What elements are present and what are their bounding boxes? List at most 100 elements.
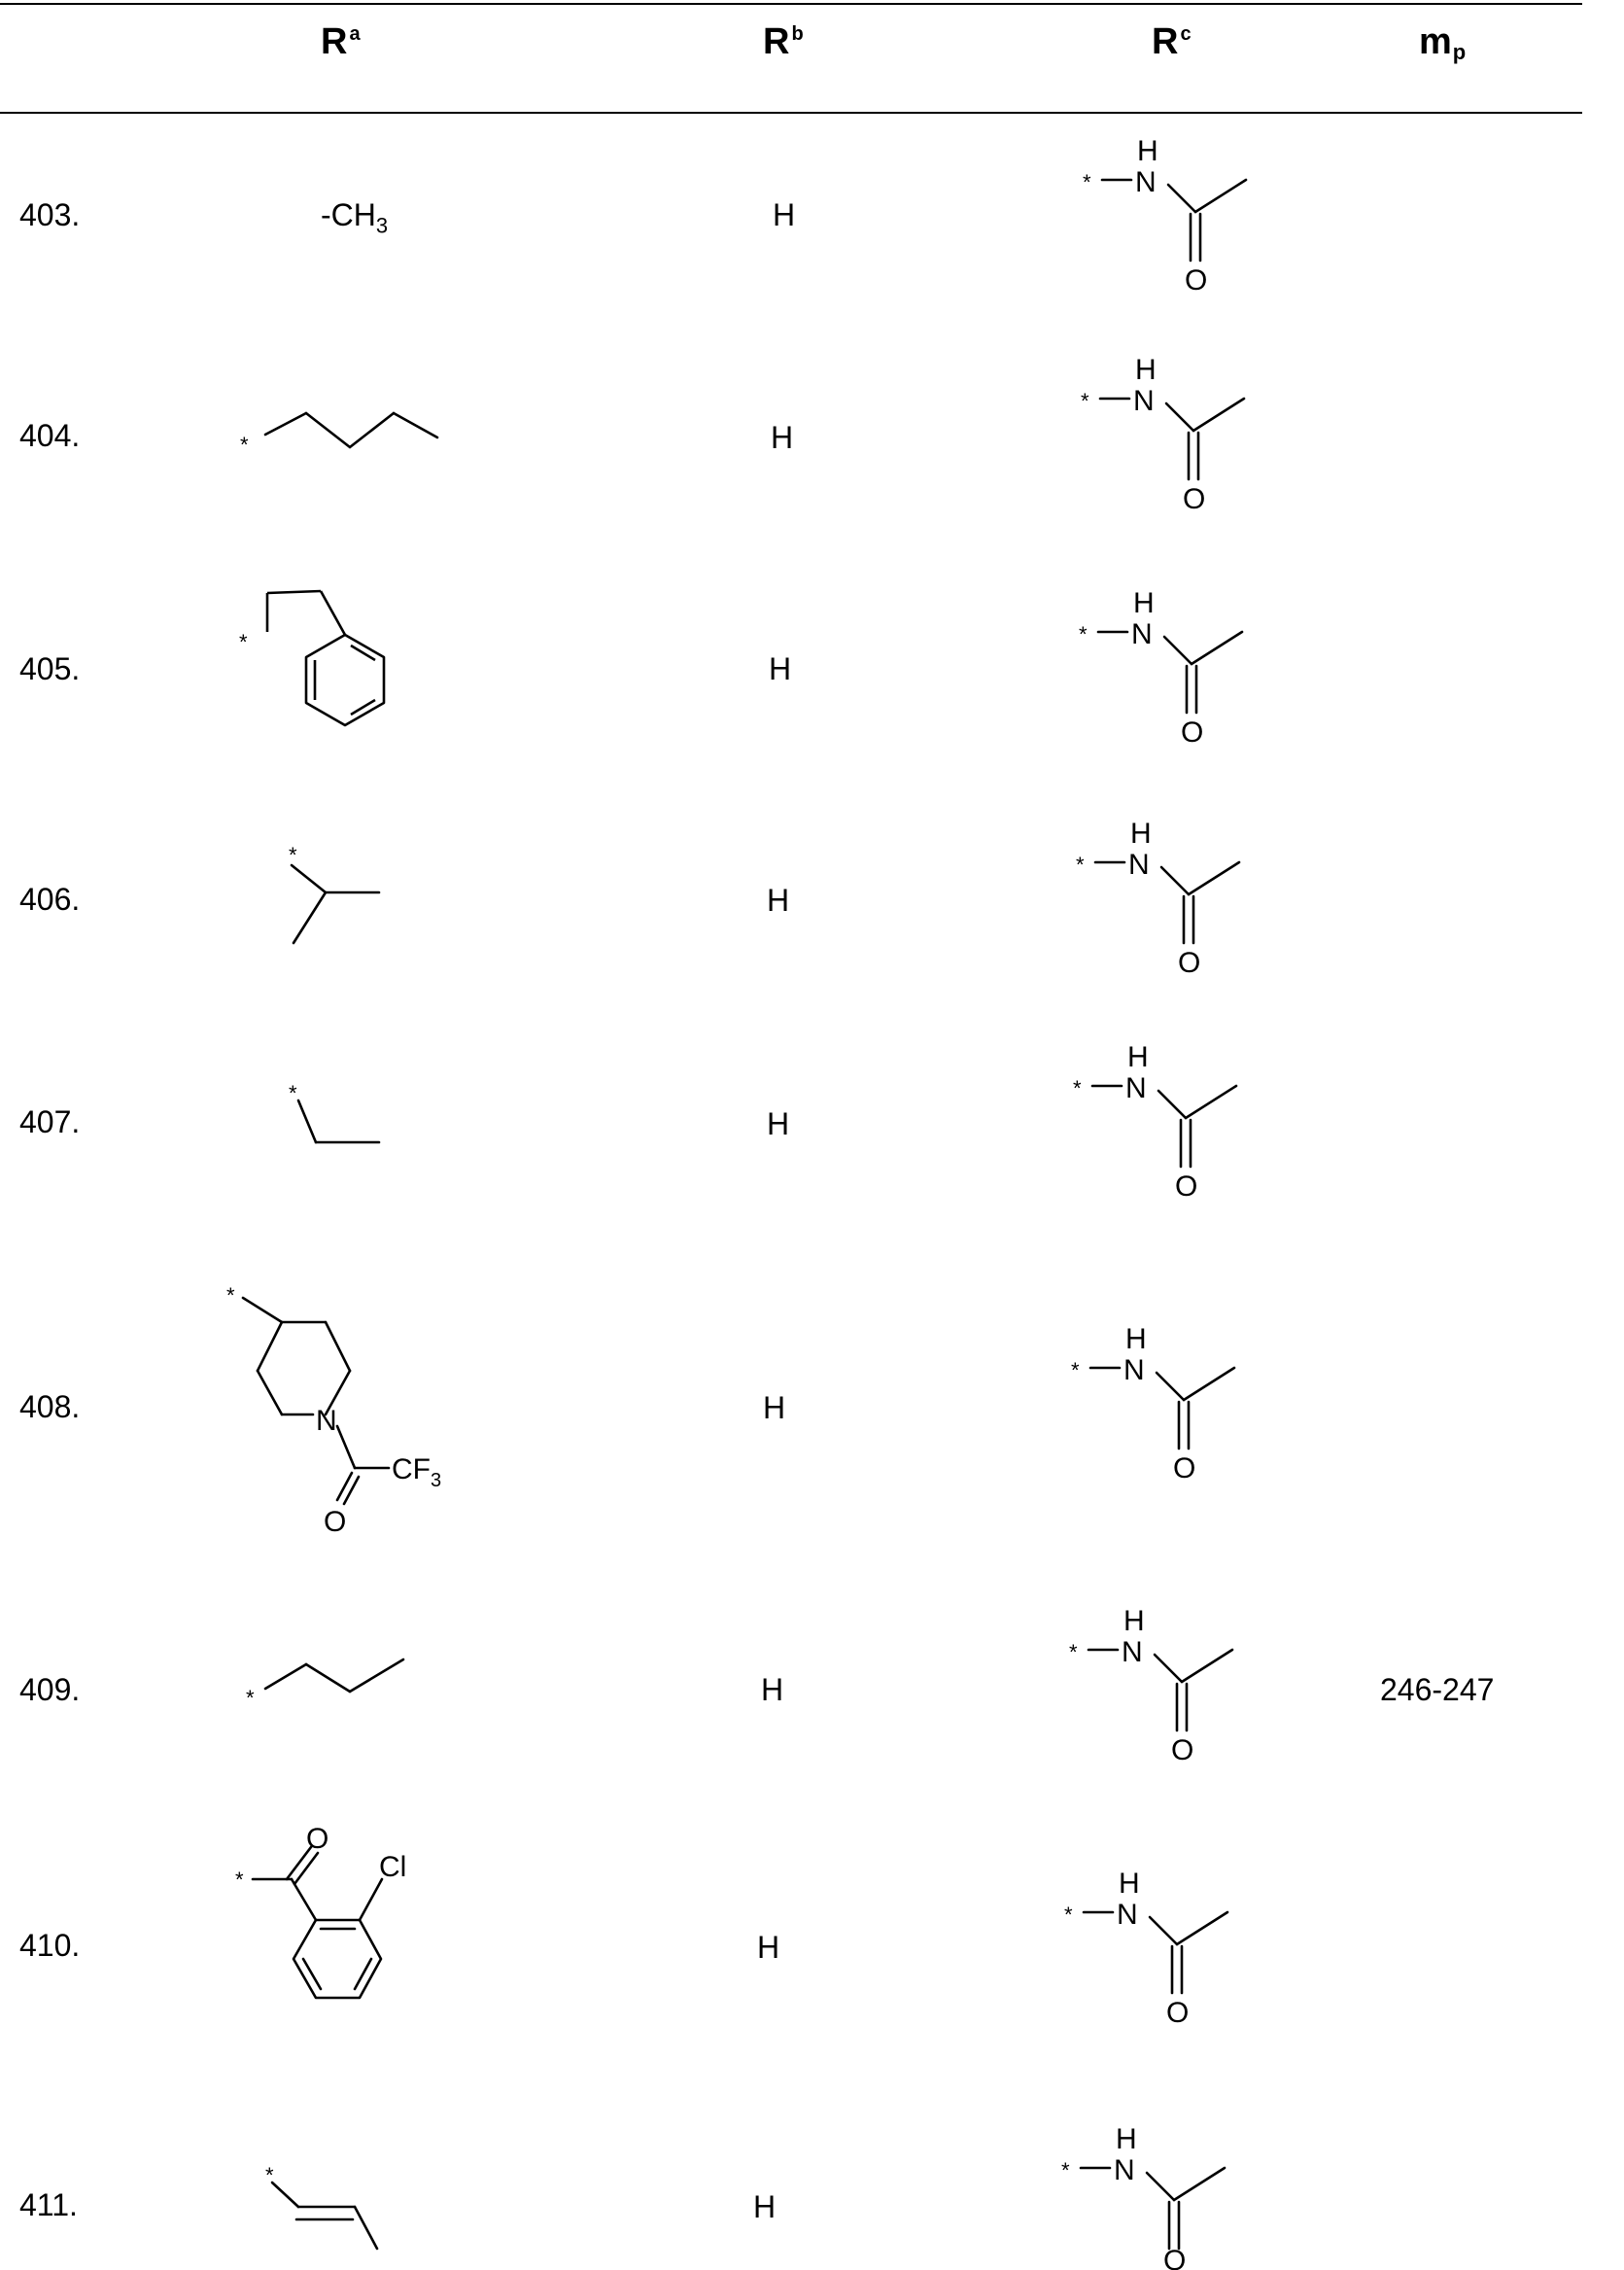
rc-structure-411-acetamido: * H N O: [1059, 2124, 1234, 2270]
header-rc: Rc: [1152, 21, 1192, 63]
rc-structure-406-acetamido: * H N O: [1074, 819, 1249, 984]
star-label: *: [1081, 389, 1089, 413]
n-atom-label: N: [1123, 1354, 1145, 1386]
rb-value-409: H: [761, 1672, 783, 1708]
header-ra-sup: a: [349, 23, 360, 45]
rc-structure-410-acetamido: * H N O: [1062, 1868, 1237, 2034]
h-atom-label: H: [1123, 1606, 1145, 1637]
table-top-rule: [0, 3, 1582, 5]
ra-structure-411-butenyl: *: [253, 2153, 408, 2260]
header-rb: Rb: [763, 21, 804, 63]
ra-structure-409-propyl: *: [233, 1645, 418, 1713]
star-label: *: [1071, 1358, 1080, 1382]
n-atom-label: N: [1133, 385, 1155, 417]
header-ra: Ra: [321, 21, 361, 63]
n-atom-label: N: [1125, 1072, 1147, 1104]
header-mp-base: m: [1419, 21, 1452, 62]
rb-value-408: H: [763, 1390, 785, 1426]
ra-structure-405-phenylethyl: *: [233, 581, 457, 751]
star-label: *: [1073, 1076, 1082, 1100]
rb-value-405: H: [769, 651, 791, 687]
n-atom-label: N: [1114, 2154, 1135, 2186]
o-atom-label: O: [1163, 2245, 1186, 2270]
cf3-label: CF3: [392, 1453, 441, 1491]
header-mp-sub: p: [1453, 40, 1466, 64]
header-rb-base: R: [763, 21, 789, 62]
n-atom-label: N: [1128, 849, 1150, 881]
star-label: *: [1083, 170, 1091, 194]
ra-structure-404-butyl: *: [233, 394, 457, 462]
o-atom-label: O: [306, 1823, 328, 1855]
star-label: *: [1069, 1640, 1078, 1664]
h-atom-label: H: [1130, 819, 1152, 850]
star-label: *: [289, 843, 297, 867]
ra-text-403: -CH3: [321, 197, 388, 238]
table-header-rule: [0, 112, 1582, 114]
star-label: *: [289, 1081, 297, 1105]
h-atom-label: H: [1135, 355, 1157, 386]
rb-value-403: H: [773, 197, 795, 233]
o-atom-label: O: [1171, 1734, 1193, 1766]
header-rc-sup: c: [1180, 23, 1191, 45]
n-atom-label: N: [1122, 1636, 1143, 1668]
row-number-409: 409.: [19, 1672, 80, 1708]
rc-structure-403-acetamido: * H N O: [1081, 136, 1256, 301]
mp-value-409: 246-247: [1380, 1672, 1494, 1708]
star-label: *: [1079, 622, 1088, 646]
star-label: *: [265, 2163, 274, 2187]
cl-atom-label: Cl: [379, 1851, 406, 1883]
n-atom-label: N: [316, 1405, 337, 1437]
rc-structure-404-acetamido: * H N O: [1079, 355, 1254, 520]
rc-structure-408-acetamido: * H N O: [1069, 1324, 1244, 1489]
h-atom-label: H: [1133, 588, 1155, 619]
rc-structure-409-acetamido: * H N O: [1067, 1606, 1242, 1771]
o-atom-label: O: [1185, 264, 1207, 297]
row-number-404: 404.: [19, 418, 80, 454]
o-atom-label: O: [1183, 483, 1205, 515]
o-atom-label: O: [1166, 1997, 1189, 2029]
rb-value-404: H: [771, 420, 793, 456]
ra-structure-410-chlorobenzoyl: * O Cl: [228, 1823, 452, 2056]
star-label: *: [235, 1868, 244, 1892]
n-atom-label: N: [1117, 1899, 1138, 1931]
h-atom-label: H: [1119, 1868, 1140, 1900]
row-number-407: 407.: [19, 1104, 80, 1140]
o-atom-label: O: [1175, 1170, 1197, 1203]
h-atom-label: H: [1125, 1324, 1147, 1355]
rb-value-406: H: [767, 883, 789, 919]
header-ra-base: R: [321, 21, 347, 62]
star-label: *: [226, 1283, 235, 1308]
row-number-403: 403.: [19, 197, 80, 233]
rc-structure-405-acetamido: * H N O: [1077, 588, 1252, 753]
header-rb-sup: b: [791, 23, 803, 45]
rb-value-407: H: [767, 1106, 789, 1142]
ra-text-403-main: -CH: [321, 197, 376, 232]
h-atom-label: H: [1116, 2124, 1137, 2155]
ra-structure-406-isopropyl: *: [272, 831, 398, 958]
star-label: *: [1076, 853, 1085, 877]
star-label: *: [239, 630, 248, 654]
header-rc-base: R: [1152, 21, 1178, 62]
n-atom-label: N: [1135, 166, 1157, 198]
o-atom-label: O: [1173, 1452, 1195, 1484]
star-label: *: [246, 1686, 255, 1710]
ra-structure-408-trifluoroacetylpiperidinyl: * N O CF3: [209, 1259, 466, 1551]
star-label: *: [1064, 1903, 1073, 1927]
o-atom-label: O: [1181, 716, 1203, 749]
row-number-411: 411.: [19, 2187, 78, 2223]
h-atom-label: H: [1137, 136, 1158, 167]
ra-text-403-sub: 3: [376, 213, 388, 237]
star-label: *: [1061, 2158, 1070, 2183]
h-atom-label: H: [1127, 1042, 1149, 1073]
star-label: *: [240, 433, 249, 457]
row-number-405: 405.: [19, 651, 80, 687]
o-atom-label: O: [324, 1506, 346, 1538]
row-number-406: 406.: [19, 882, 80, 918]
row-number-408: 408.: [19, 1389, 80, 1425]
o-atom-label: O: [1178, 947, 1200, 979]
rc-structure-407-acetamido: * H N O: [1071, 1042, 1246, 1207]
rb-value-410: H: [757, 1930, 779, 1966]
row-number-410: 410.: [19, 1928, 80, 1964]
header-mp: mp: [1419, 21, 1466, 65]
rb-value-411: H: [753, 2189, 776, 2225]
